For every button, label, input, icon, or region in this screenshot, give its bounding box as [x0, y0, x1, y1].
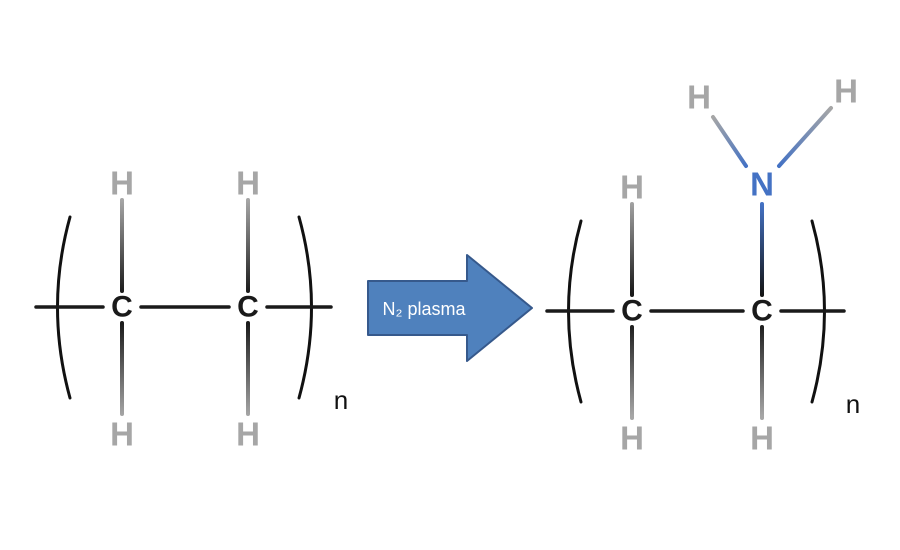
hydrogen-atom-amine-right: H [834, 73, 858, 110]
nh-bond-right [777, 106, 833, 168]
hydrogen-atom-top: H [620, 169, 644, 206]
carbon-atom-1: C [621, 295, 643, 328]
nitrogen-atom: N [750, 166, 774, 203]
right-molecule: H H N H C C H H n [545, 73, 860, 457]
hydrogen-atom-top-2: H [236, 165, 260, 202]
carbon-atom-1: C [111, 291, 133, 324]
hydrogen-atom-bottom-2: H [236, 416, 260, 453]
hydrogen-atom-bottom-1: H [620, 420, 644, 457]
left-molecule: H H C C H H n [34, 165, 348, 453]
hydrogen-atom-bottom-2: H [750, 420, 774, 457]
repeat-subscript-n: n [846, 389, 860, 419]
arrow-shape [367, 254, 533, 362]
nh-bond-left [711, 115, 748, 168]
carbon-atom-2: C [237, 291, 259, 324]
carbon-atom-2: C [751, 295, 773, 328]
repeat-subscript-n: n [334, 385, 348, 415]
hydrogen-atom-top-1: H [110, 165, 134, 202]
reaction-arrow: N₂ plasma [367, 254, 533, 362]
arrow-label: N₂ plasma [382, 299, 466, 319]
hydrogen-atom-amine-left: H [687, 79, 711, 116]
hydrogen-atom-bottom-1: H [110, 416, 134, 453]
